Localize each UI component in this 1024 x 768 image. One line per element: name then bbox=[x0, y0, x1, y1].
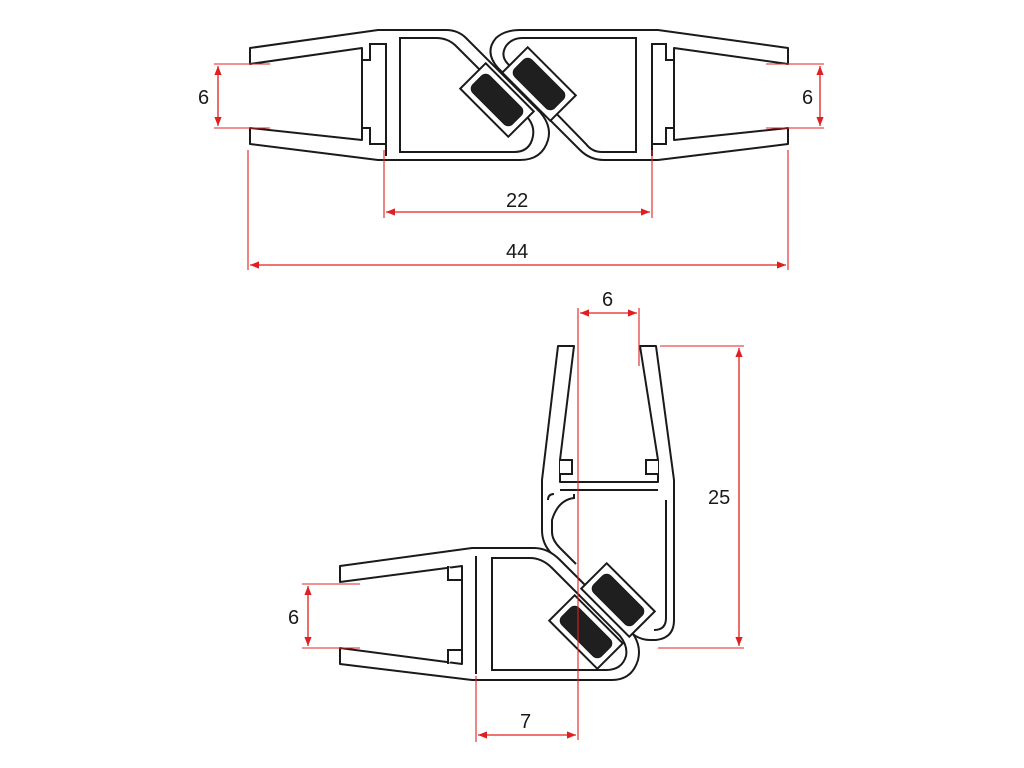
dim-inner-width: 22 bbox=[383, 150, 653, 218]
dim-corner-height: 25 bbox=[658, 345, 744, 649]
dim-top-right-gap: 6 bbox=[766, 63, 824, 129]
dim-top-left-gap-label: 6 bbox=[198, 87, 209, 109]
dim-corner-left-gap-label: 6 bbox=[288, 607, 299, 629]
dim-overall-width-label: 44 bbox=[506, 241, 528, 263]
vertical-seal-profile bbox=[541, 345, 675, 641]
dim-corner-bottom-offset-label: 7 bbox=[520, 711, 531, 733]
magnet-pair-corner bbox=[547, 561, 657, 671]
dim-top-right-gap-label: 6 bbox=[802, 87, 813, 109]
top-assembly: 6 6 22 44 bbox=[198, 29, 824, 270]
dim-corner-top-gap: 6 bbox=[577, 289, 640, 740]
corner-assembly: 6 25 6 7 bbox=[288, 289, 744, 742]
magnet-pair-top bbox=[458, 45, 578, 139]
dim-corner-top-gap-label: 6 bbox=[602, 289, 613, 311]
dim-corner-left-gap: 6 bbox=[288, 583, 360, 649]
dim-top-left-gap: 6 bbox=[198, 63, 270, 129]
dim-corner-height-label: 25 bbox=[708, 487, 730, 509]
dim-overall-width: 44 bbox=[247, 150, 789, 270]
dim-inner-width-label: 22 bbox=[506, 190, 528, 212]
dim-corner-bottom-offset: 7 bbox=[475, 676, 576, 742]
